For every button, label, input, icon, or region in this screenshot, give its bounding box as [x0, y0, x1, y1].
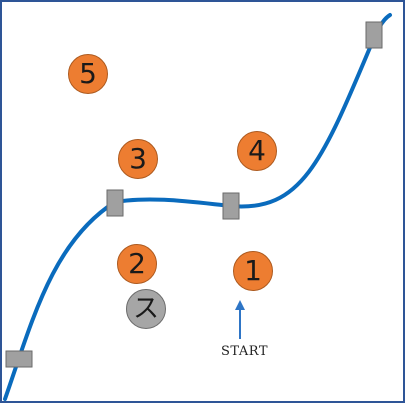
marker-1-label: 1	[244, 254, 262, 287]
marker-1[interactable]: 1	[233, 251, 273, 291]
checkpoint-middle[interactable]	[222, 192, 240, 220]
marker-4[interactable]: 4	[237, 131, 277, 171]
checkpoint-left[interactable]	[106, 189, 124, 217]
start-label: START	[221, 344, 268, 359]
marker-3[interactable]: 3	[118, 139, 158, 179]
marker-2[interactable]: 2	[117, 244, 157, 284]
start-marker-label: ス	[132, 294, 159, 324]
checkpoint-top-right[interactable]	[365, 21, 383, 49]
arrow-up-icon	[235, 300, 245, 339]
start-marker[interactable]: ス	[126, 289, 166, 329]
marker-4-label: 4	[248, 134, 266, 167]
marker-3-label: 3	[129, 142, 147, 175]
marker-5[interactable]: 5	[68, 54, 108, 94]
marker-2-label: 2	[128, 247, 146, 280]
track-curve	[3, 13, 392, 401]
marker-5-label: 5	[79, 57, 97, 90]
checkpoint-bottom-left[interactable]	[5, 350, 33, 368]
